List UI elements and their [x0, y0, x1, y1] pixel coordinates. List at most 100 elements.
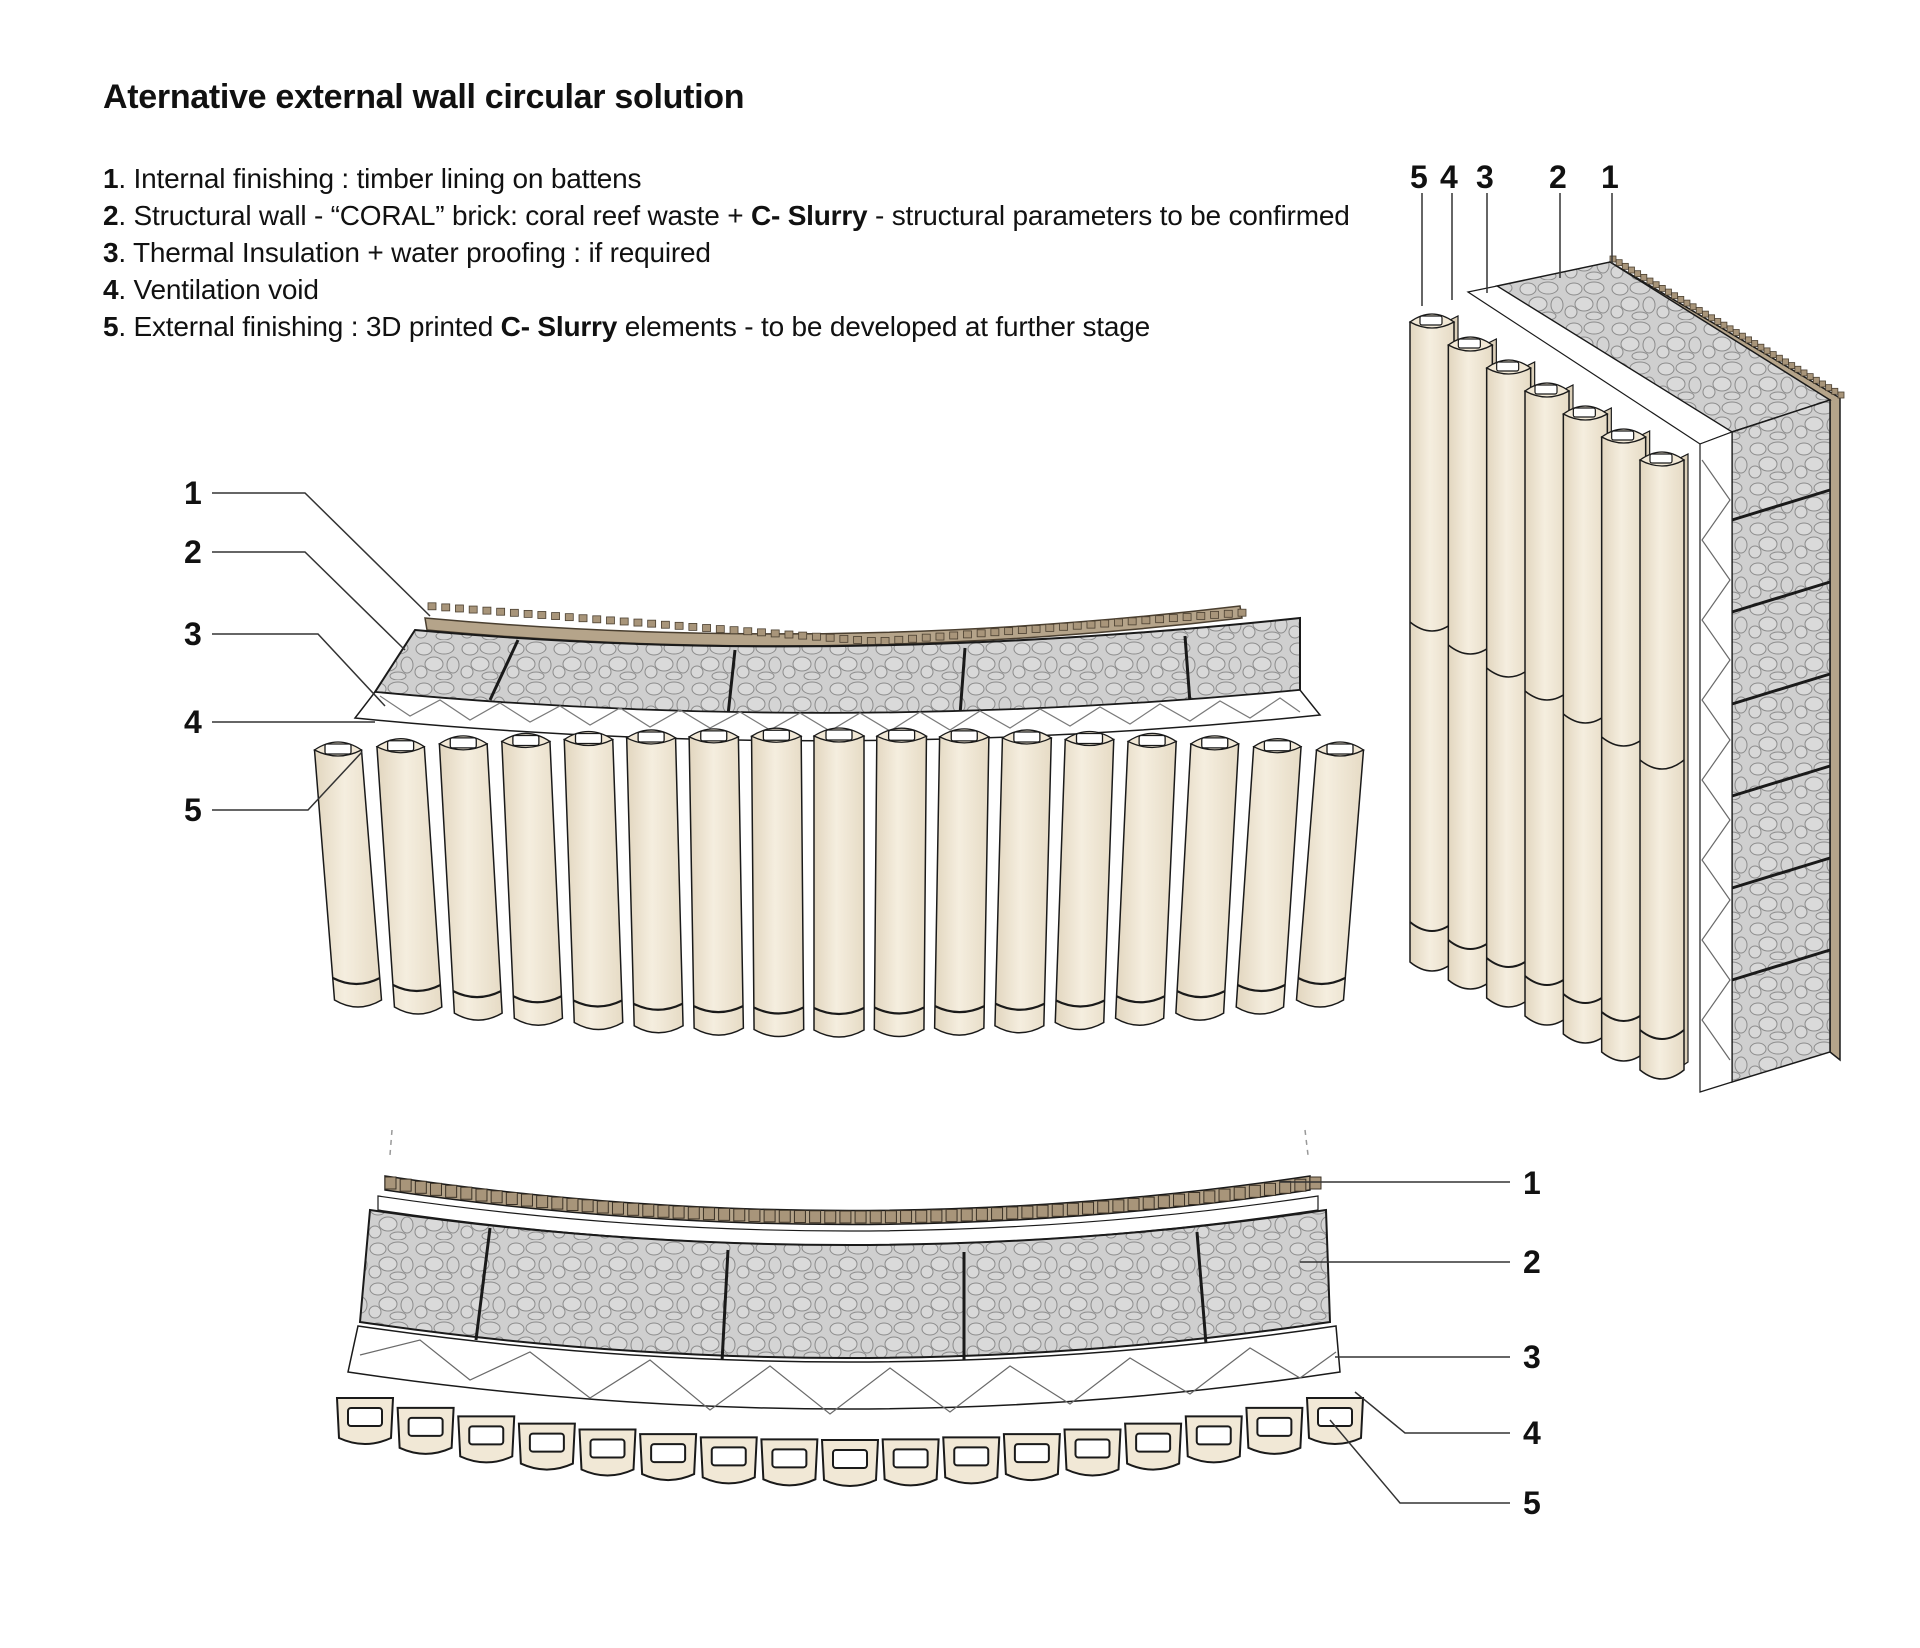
- timber-batten: [674, 621, 684, 630]
- timber-batten: [1819, 380, 1826, 388]
- finishing-fin: [1114, 732, 1178, 1027]
- finishing-fin: [820, 1439, 880, 1487]
- timber-batten: [990, 628, 1000, 637]
- timber-batten: [866, 637, 876, 645]
- fin-body: [438, 743, 503, 1021]
- fin-void: [449, 737, 477, 749]
- timber-batten: [1114, 618, 1123, 627]
- timber-batten: [1004, 627, 1014, 636]
- fin-void: [1201, 737, 1229, 749]
- finishing-fin: [438, 735, 503, 1021]
- timber-batten: [1708, 314, 1715, 322]
- vertical-callouts: [1421, 193, 1613, 306]
- timber-batten: [743, 627, 753, 636]
- timber-batten: [1652, 281, 1660, 289]
- timber-batten: [1658, 285, 1666, 292]
- timber-batten: [784, 630, 794, 639]
- fin-joint: [1639, 759, 1685, 770]
- legend-item-3: 3. Thermal Insulation + water proofing :…: [103, 237, 711, 268]
- perspective-finishing-fins: [313, 727, 1365, 1038]
- timber-batten: [853, 636, 862, 644]
- timber-batten: [384, 1176, 397, 1190]
- fin-void: [650, 1443, 687, 1464]
- finishing-fin: [639, 1433, 698, 1482]
- timber-batten: [1671, 292, 1679, 300]
- timber-batten: [1726, 325, 1734, 333]
- timber-batten: [715, 625, 725, 633]
- plan-timber-battens: [384, 1176, 1322, 1224]
- timber-batten: [1082, 1201, 1095, 1215]
- timber-batten: [1720, 321, 1728, 329]
- timber-batten: [763, 1209, 776, 1223]
- timber-batten: [1223, 609, 1233, 618]
- fin-void: [1419, 315, 1443, 326]
- timber-batten: [1279, 1180, 1292, 1194]
- fin-body: [1485, 367, 1532, 1008]
- timber-batten: [429, 1182, 442, 1196]
- timber-batten: [490, 1190, 503, 1204]
- vertical-callout-3: 3: [1476, 159, 1494, 195]
- vertical-insulation-front: [1699, 431, 1733, 1093]
- fin-void: [1534, 384, 1558, 395]
- timber-batten: [1794, 365, 1802, 373]
- timber-batten: [520, 1193, 533, 1207]
- timber-batten: [1677, 296, 1685, 303]
- fin-void: [407, 1416, 444, 1437]
- timber-batten: [1621, 262, 1629, 270]
- timber-batten: [1665, 288, 1672, 296]
- fin-body: [1600, 436, 1647, 1062]
- timber-batten: [1141, 616, 1151, 625]
- timber-batten: [809, 1210, 822, 1224]
- finishing-fin: [500, 732, 564, 1027]
- fin-joint: [633, 1002, 683, 1011]
- timber-batten: [564, 613, 574, 622]
- timber-batten: [908, 634, 917, 643]
- timber-batten: [1837, 391, 1845, 399]
- finishing-fin: [562, 730, 624, 1031]
- timber-batten: [688, 623, 698, 631]
- vertical-coral-front: [1731, 398, 1831, 1084]
- timber-batten: [757, 628, 766, 637]
- fin-body: [313, 749, 383, 1008]
- timber-batten: [1640, 273, 1648, 281]
- perspective-timber-battens: [427, 602, 1247, 645]
- fin-body: [1409, 321, 1455, 972]
- finishing-fin: [335, 1397, 395, 1445]
- fin-body: [563, 738, 624, 1031]
- timber-batten: [509, 608, 519, 617]
- timber-batten: [455, 604, 464, 613]
- timber-batten: [718, 1207, 731, 1221]
- fin-body: [1175, 743, 1240, 1021]
- fin-joint: [753, 1006, 804, 1015]
- timber-batten: [1203, 1190, 1216, 1204]
- fin-void: [1326, 743, 1354, 755]
- perspective-insulation-zigzag: [379, 695, 1301, 732]
- fin-body: [1114, 740, 1177, 1027]
- fin-void: [771, 1448, 808, 1469]
- fin-void: [953, 1446, 990, 1467]
- timber-batten: [592, 615, 602, 624]
- fin-body: [873, 735, 928, 1038]
- fin-void: [528, 1432, 565, 1453]
- timber-batten: [551, 612, 560, 620]
- fin-body: [688, 736, 745, 1036]
- fin-joint: [874, 1006, 925, 1015]
- timber-batten: [660, 620, 670, 629]
- timber-batten: [1689, 303, 1697, 311]
- vertical-callout-2: 2: [1549, 159, 1567, 195]
- timber-batten: [1031, 625, 1041, 633]
- timber-batten: [1831, 387, 1839, 395]
- timber-batten: [536, 1195, 549, 1209]
- timber-batten: [1045, 623, 1055, 632]
- timber-batten: [1036, 1204, 1049, 1218]
- timber-batten: [1264, 1182, 1277, 1196]
- fin-body: [813, 735, 865, 1038]
- timber-batten: [475, 1188, 488, 1202]
- timber-batten: [460, 1186, 473, 1200]
- timber-batten: [1021, 1205, 1034, 1219]
- timber-batten: [963, 630, 972, 639]
- timber-batten: [945, 1208, 958, 1222]
- finishing-fin: [457, 1415, 516, 1464]
- timber-batten: [1702, 310, 1709, 318]
- timber-batten: [1097, 1200, 1110, 1214]
